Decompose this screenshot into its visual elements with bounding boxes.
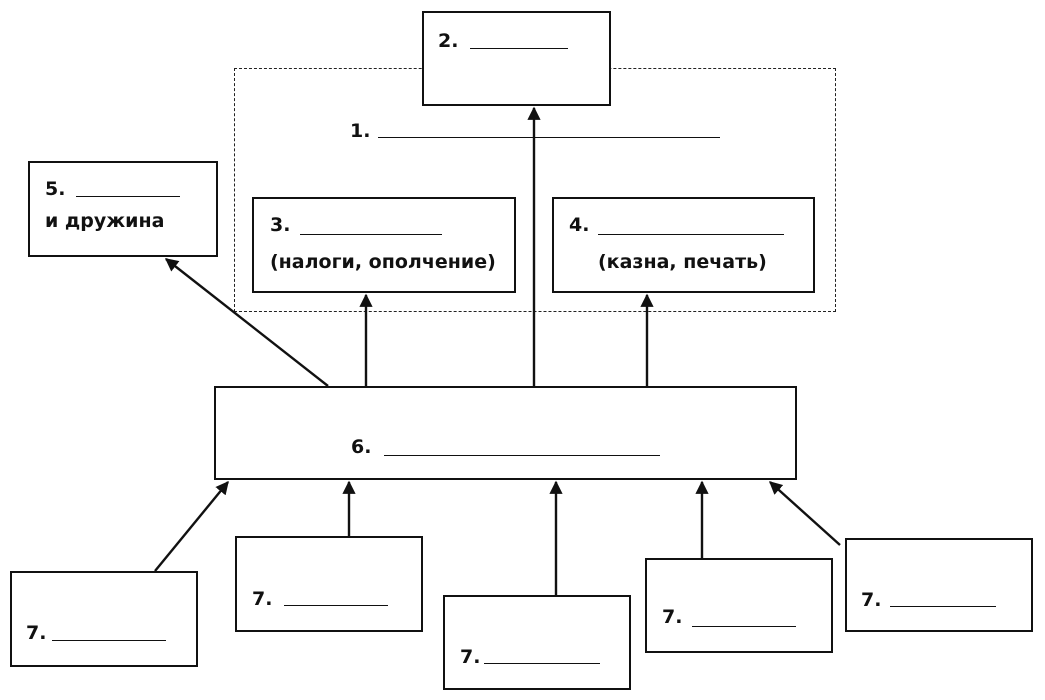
box-2 [422, 11, 611, 106]
box-7-d [645, 558, 833, 653]
box-5 [28, 161, 218, 257]
box-4 [552, 197, 815, 293]
box-7-c [443, 595, 631, 690]
box-7-b [235, 536, 423, 632]
box-3 [252, 197, 516, 293]
box-6 [214, 386, 797, 480]
arrow-6-to-5 [164, 258, 329, 387]
box-5-blank [76, 196, 180, 197]
box-7-d-blank [692, 626, 796, 627]
box-3-number: 3. [270, 214, 291, 236]
box-3-blank [300, 234, 442, 235]
box-7-e-number: 7. [861, 589, 882, 611]
box-6-blank [384, 455, 660, 456]
box-7-a-number: 7. [26, 622, 47, 644]
box-7-d-number: 7. [662, 606, 683, 628]
box-5-number: 5. [45, 178, 66, 200]
box-2-number: 2. [438, 30, 459, 52]
box-7-a-blank [52, 640, 166, 641]
arrow-7a-to-6 [154, 480, 229, 572]
arrow-7e-to-6 [769, 481, 841, 546]
box-6-number: 6. [351, 436, 372, 458]
box-4-number: 4. [569, 214, 590, 236]
box-7-e-blank [890, 606, 996, 607]
box-3-caption: (налоги, ополчение) [270, 251, 496, 273]
box-2-blank [470, 48, 568, 49]
box-4-caption: (казна, печать) [598, 251, 767, 273]
group-1-blank [378, 137, 720, 138]
box-7-c-number: 7. [460, 646, 481, 668]
box-7-b-number: 7. [252, 588, 273, 610]
box-7-b-blank [284, 605, 388, 606]
group-1-number: 1. [350, 120, 371, 142]
box-7-a [10, 571, 198, 667]
box-4-blank [598, 234, 784, 235]
box-5-caption: и дружина [45, 210, 165, 232]
box-7-c-blank [484, 663, 600, 664]
box-7-e [845, 538, 1033, 632]
